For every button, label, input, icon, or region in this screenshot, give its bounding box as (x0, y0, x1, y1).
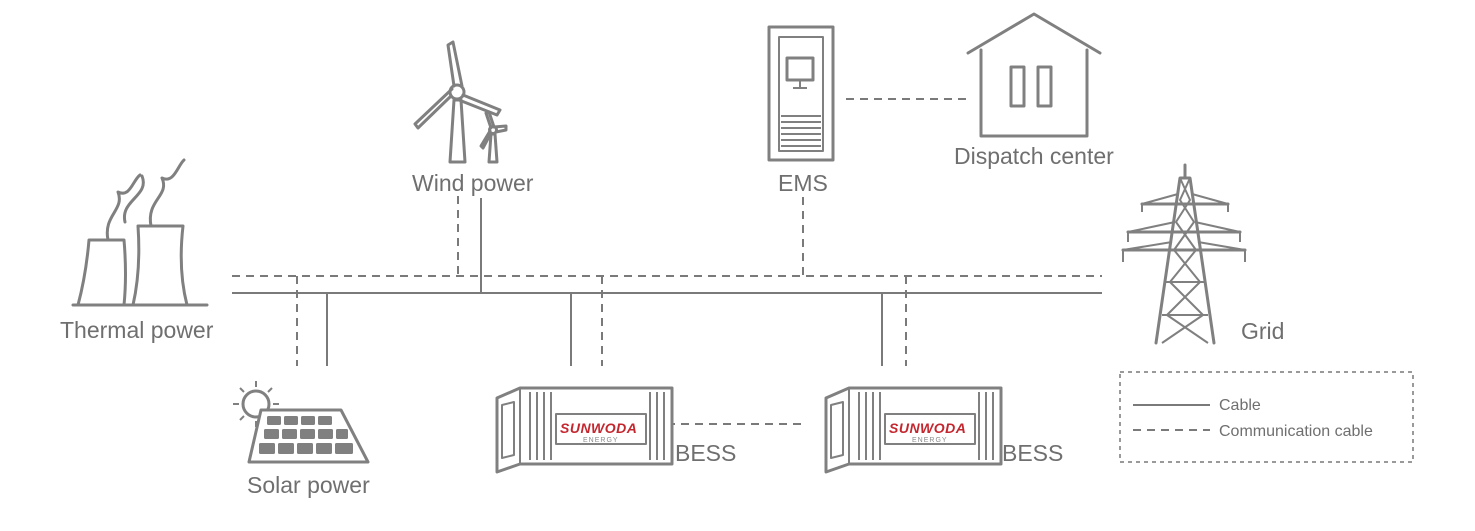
wind-power-label: Wind power (412, 170, 534, 196)
solar-panel-icon (233, 381, 370, 464)
legend: Cable Communication cable (1119, 371, 1414, 463)
brand-logo-text: SUNWODA (889, 420, 966, 436)
battery-container-icon: SUNWODA ENERGY (824, 386, 1003, 474)
building-icon (966, 12, 1102, 138)
brand-logo-subtext: ENERGY (583, 437, 619, 444)
grid-label: Grid (1241, 318, 1284, 344)
wind-turbine-icon (413, 40, 508, 164)
battery-container-icon: SUNWODA ENERGY (495, 386, 674, 474)
legend-communication-label: Communication cable (1219, 423, 1373, 440)
solar-power-label: Solar power (247, 472, 370, 498)
brand-logo-subtext: ENERGY (912, 437, 948, 444)
dispatch-center-label: Dispatch center (954, 143, 1114, 169)
bess-left-label: BESS (675, 440, 736, 466)
power-plant-icon (71, 158, 209, 307)
legend-box (1119, 371, 1414, 463)
ems-label: EMS (778, 170, 828, 196)
bess-right-label: BESS (1002, 440, 1063, 466)
brand-logo-text: SUNWODA (560, 420, 637, 436)
server-cabinet-icon (767, 25, 835, 162)
transmission-tower-icon (1121, 163, 1247, 345)
connections (232, 98, 1102, 425)
solar-cells (259, 416, 353, 454)
legend-cable-label: Cable (1219, 397, 1261, 414)
thermal-power-label: Thermal power (60, 317, 214, 343)
